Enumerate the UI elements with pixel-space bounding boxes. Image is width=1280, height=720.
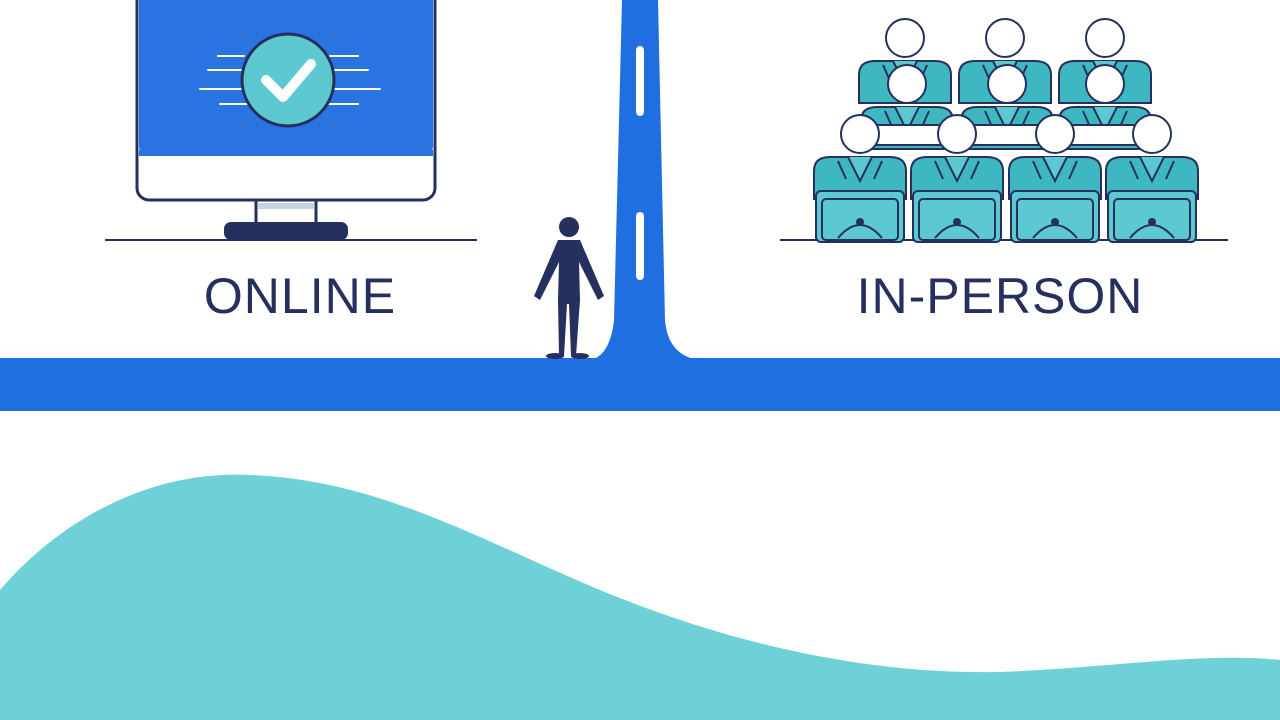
- monitor-checkmark-icon: [105, 0, 477, 241]
- in-person-label: IN-PERSON: [856, 268, 1144, 324]
- online-label: ONLINE: [203, 268, 397, 324]
- wave-shape: [0, 474, 1280, 720]
- lane-marking: [636, 212, 644, 280]
- bench: [861, 124, 1153, 146]
- checkmark-icon: [261, 59, 316, 102]
- vertical-road: [590, 0, 700, 360]
- horizontal-road: [0, 358, 1280, 411]
- audience-member: [813, 114, 907, 243]
- checkmark-badge: [240, 32, 336, 128]
- audience-member: [1105, 114, 1199, 243]
- lane-marking: [636, 46, 644, 116]
- person-standing-icon: [534, 217, 604, 359]
- audience-seats-icon: [780, 18, 1228, 243]
- audience-member: [1008, 114, 1102, 243]
- audience-member: [910, 114, 1004, 243]
